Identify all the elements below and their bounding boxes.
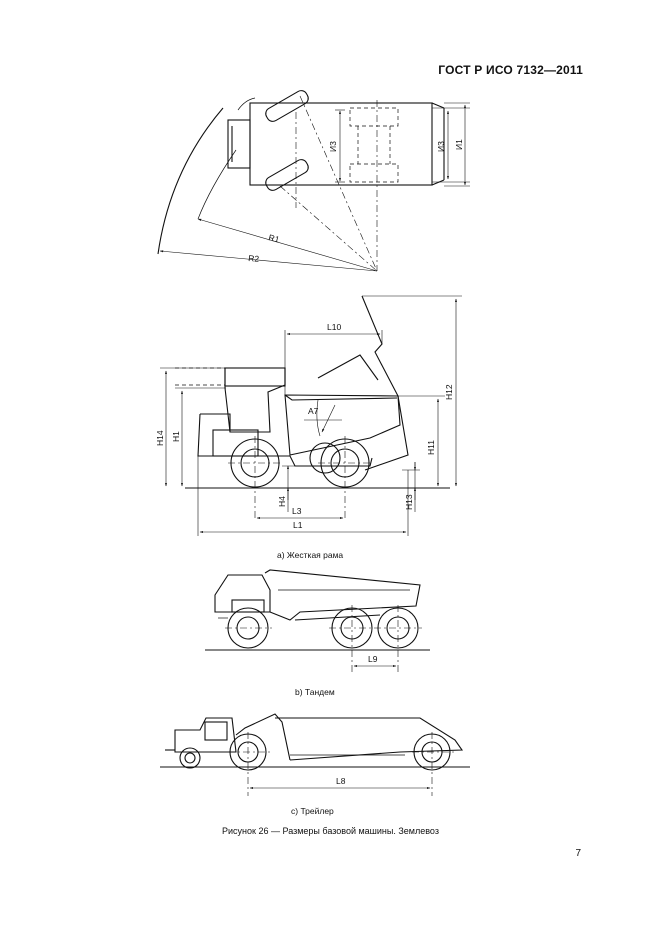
label-l8: L8 — [336, 776, 346, 786]
label-h4: H4 — [277, 496, 287, 507]
label-h14: H14 — [155, 430, 165, 446]
caption-figure-c: с) Трейлер — [291, 806, 334, 816]
label-l9: L9 — [368, 654, 378, 664]
trailer-drawing — [160, 713, 470, 796]
label-h12: H12 — [444, 384, 454, 400]
page-number: 7 — [575, 848, 581, 859]
label-l3: L3 — [292, 506, 302, 516]
standard-header: ГОСТ Р ИСО 7132—2011 — [438, 63, 583, 77]
side-view-drawing — [160, 295, 462, 536]
label-r1: R1 — [268, 232, 281, 244]
label-r2: R2 — [248, 253, 260, 264]
label-h11: H11 — [426, 440, 436, 455]
label-h1: H1 — [171, 431, 181, 442]
label-h13: H13 — [404, 494, 414, 510]
label-l1: L1 — [293, 520, 303, 530]
top-view-drawing — [157, 90, 470, 272]
label-w3-outer: И3 — [436, 141, 446, 152]
label-w3-inner: И3 — [328, 141, 338, 152]
caption-figure-a: а) Жесткая рама — [277, 550, 344, 560]
caption-figure-b: b) Тандем — [295, 687, 335, 697]
label-w1: И1 — [454, 139, 464, 150]
label-l10: L10 — [327, 322, 341, 332]
label-a7: A7 — [308, 406, 319, 416]
tandem-drawing — [205, 569, 430, 672]
figure-title: Рисунок 26 — Размеры базовой машины. Зем… — [222, 826, 439, 836]
